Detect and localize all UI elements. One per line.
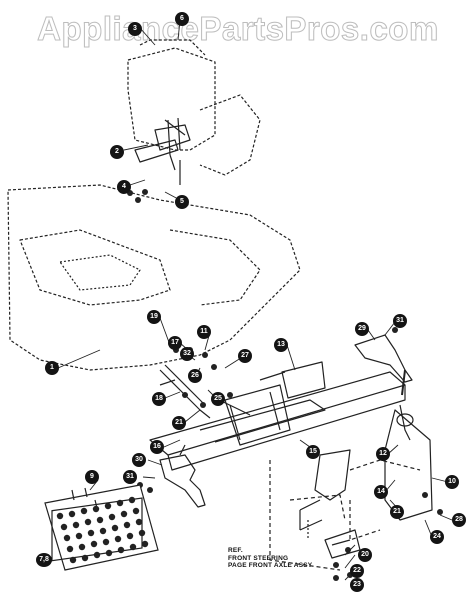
callout-14: 14 xyxy=(374,485,388,499)
callout-6: 6 xyxy=(175,12,189,26)
callout-25: 25 xyxy=(211,392,225,406)
callout-20: 20 xyxy=(358,548,372,562)
tie-rod xyxy=(159,364,211,419)
callout-24: 24 xyxy=(430,530,444,544)
right-spindle-arm xyxy=(354,334,413,383)
callout-16: 16 xyxy=(150,440,164,454)
callout-29: 29 xyxy=(355,322,369,336)
callout-28: 28 xyxy=(452,513,466,527)
callout-5: 5 xyxy=(175,195,189,209)
callout-18: 18 xyxy=(152,392,166,406)
callout-1: 1 xyxy=(45,361,59,375)
watermark: AppliancePartsPros.com xyxy=(37,10,439,48)
callout-21-right: 21 xyxy=(390,505,404,519)
left-spindle-arm xyxy=(159,454,206,508)
upper-bracket-assembly xyxy=(127,47,216,151)
callout-30: 30 xyxy=(132,453,146,467)
skid-plate xyxy=(44,484,159,571)
reference-note-line-3: PAGE FRONT AXLE ASSY xyxy=(228,562,313,569)
callout-13: 13 xyxy=(274,338,288,352)
callout-7-8: 7,8 xyxy=(36,553,52,567)
bracket-plate xyxy=(324,529,361,559)
callout-22: 22 xyxy=(350,564,364,578)
callout-2: 2 xyxy=(110,145,124,159)
callout-15: 15 xyxy=(306,445,320,459)
front-axle-beam xyxy=(149,371,406,456)
callout-9: 9 xyxy=(85,470,99,484)
callout-21-left: 21 xyxy=(172,416,186,430)
callout-32: 32 xyxy=(180,347,194,361)
callout-23: 23 xyxy=(350,578,364,592)
callout-19: 19 xyxy=(147,310,161,324)
callout-17: 17 xyxy=(168,336,182,350)
callout-3: 3 xyxy=(128,22,142,36)
reference-note: REF. FRONT STEERING PAGE FRONT AXLE ASSY xyxy=(228,547,312,570)
callout-12: 12 xyxy=(376,447,390,461)
callout-4: 4 xyxy=(117,180,131,194)
reference-note-line-1: REF. xyxy=(228,547,243,554)
reference-note-line-2: FRONT STEERING xyxy=(228,554,289,562)
callout-10: 10 xyxy=(445,475,459,489)
callout-31-upper: 31 xyxy=(393,314,407,328)
callout-11: 11 xyxy=(197,325,211,339)
axle-bracket-center xyxy=(224,384,291,446)
right-steering-knuckle xyxy=(384,409,433,521)
callout-31-lower: 31 xyxy=(123,470,137,484)
chassis-deck-outline xyxy=(7,184,301,371)
callout-27: 27 xyxy=(238,349,252,363)
callout-26: 26 xyxy=(188,369,202,383)
